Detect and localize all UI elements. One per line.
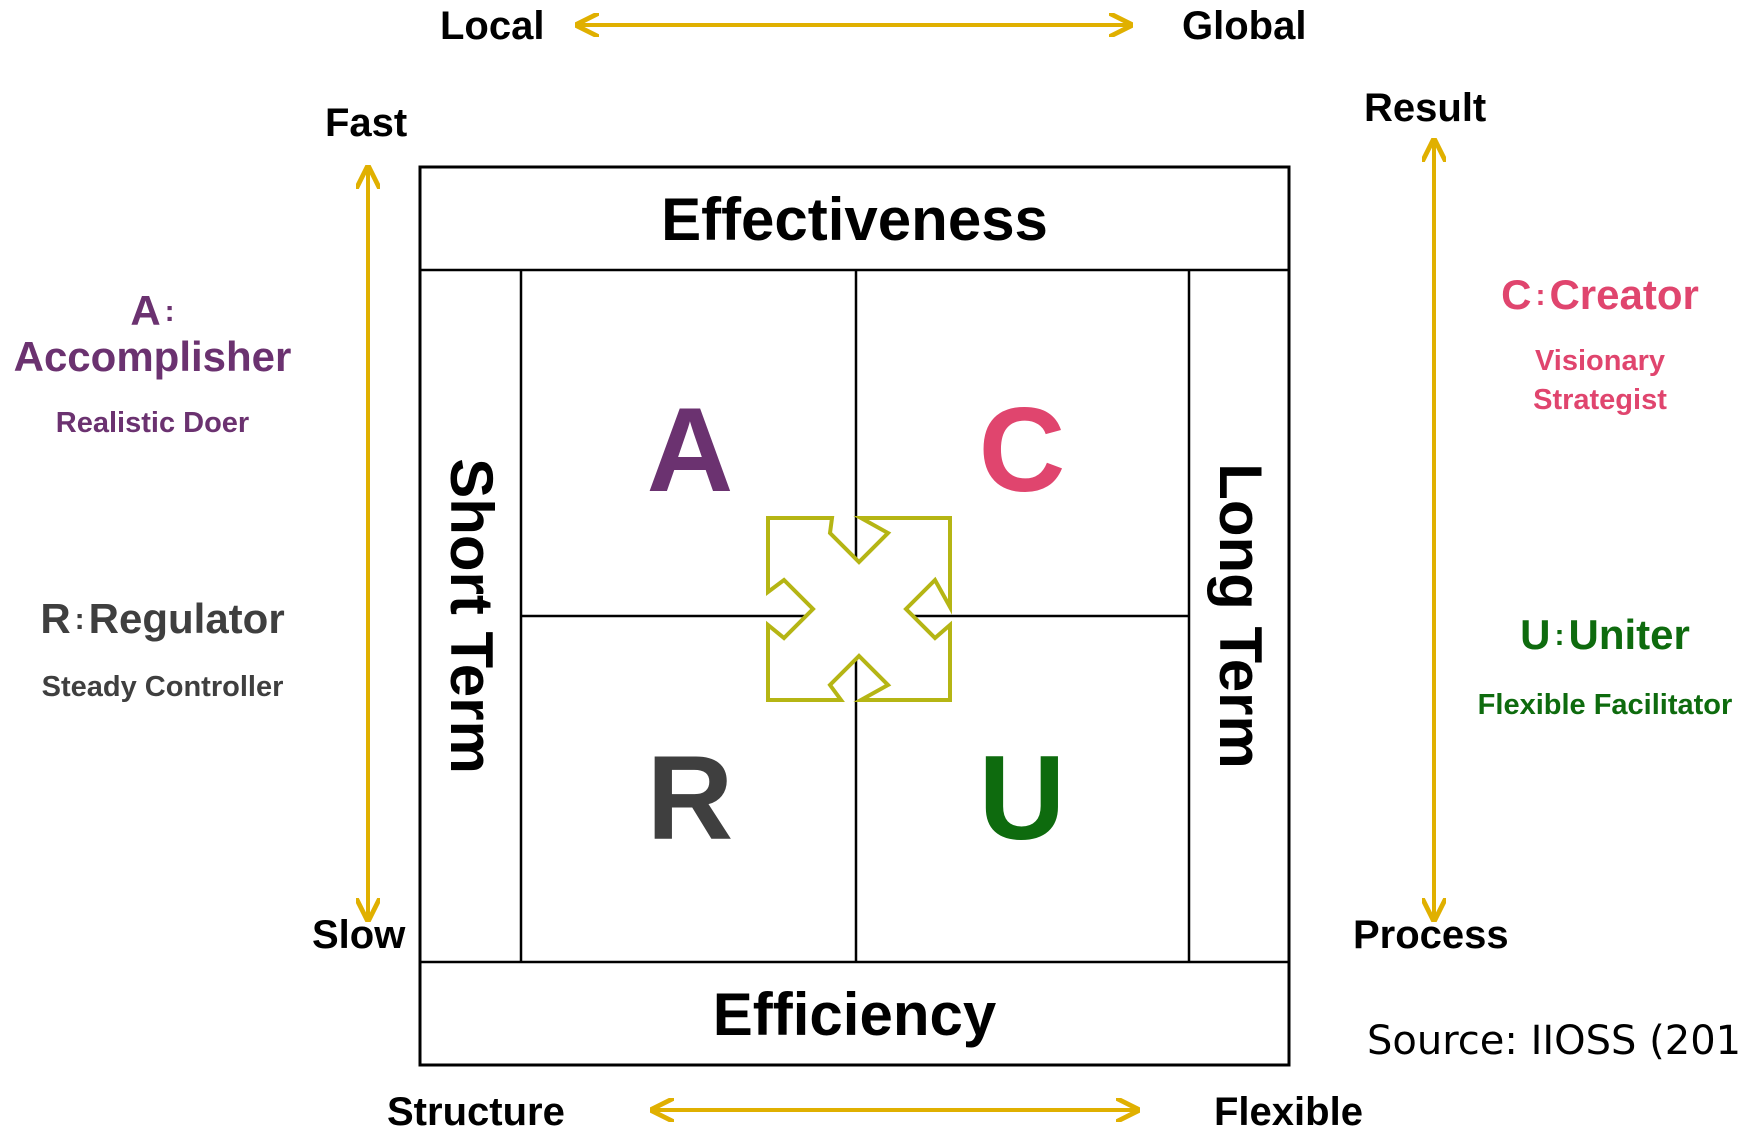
role-creator: C:Creator Visionary Strategist: [1450, 271, 1750, 420]
quadrant-letter-r: R: [646, 731, 734, 865]
role-c-key: C: [1501, 271, 1532, 318]
role-a-desc: Realistic Doer: [55, 407, 250, 440]
role-r-desc: Steady Controller: [41, 671, 284, 704]
role-uniter: U:Uniter Flexible Facilitator: [1450, 611, 1757, 725]
quadrant-letter-c: C: [978, 383, 1066, 517]
role-u-sep: :: [1554, 619, 1565, 652]
band-long-term: Long Term: [1207, 463, 1274, 769]
role-a-key: A: [130, 287, 161, 334]
quadrant-letter-a: A: [646, 383, 734, 517]
axis-label-local: Local: [440, 4, 545, 48]
outer-frame: [418, 165, 1291, 1067]
role-c-desc-1: Visionary: [1534, 345, 1666, 378]
role-u-key: U: [1520, 611, 1551, 658]
axis-label-global: Global: [1182, 4, 1307, 48]
role-r-sep: :: [74, 603, 85, 636]
axis-label-flexible: Flexible: [1214, 1090, 1363, 1134]
role-c-sep: :: [1535, 279, 1546, 312]
band-efficiency: Efficiency: [712, 981, 997, 1048]
source-citation: Source: IIOSS (201: [1367, 1018, 1742, 1064]
role-c-name: Creator: [1549, 271, 1699, 318]
role-accomplisher: A: Accomplisher Realistic Doer: [0, 287, 305, 444]
role-a-name: Accomplisher: [13, 333, 292, 381]
axis-label-process: Process: [1353, 913, 1509, 957]
role-c-desc-2: Strategist: [1533, 384, 1667, 417]
role-r-key: R: [40, 595, 71, 642]
role-r-name: Regulator: [88, 595, 285, 642]
axis-label-slow: Slow: [312, 913, 406, 957]
center-move-icon: [766, 516, 952, 702]
band-effectiveness: Effectiveness: [661, 186, 1048, 253]
role-regulator: R:Regulator Steady Controller: [0, 595, 325, 707]
band-short-term: Short Term: [438, 458, 505, 774]
role-u-desc: Flexible Facilitator: [1477, 689, 1733, 722]
axis-label-structure: Structure: [387, 1090, 565, 1134]
role-u-name: Uniter: [1568, 611, 1690, 658]
role-a-sep: :: [164, 295, 175, 328]
quadrant-letter-u: U: [978, 731, 1066, 865]
axis-label-fast: Fast: [325, 101, 408, 145]
axis-label-result: Result: [1364, 86, 1487, 130]
